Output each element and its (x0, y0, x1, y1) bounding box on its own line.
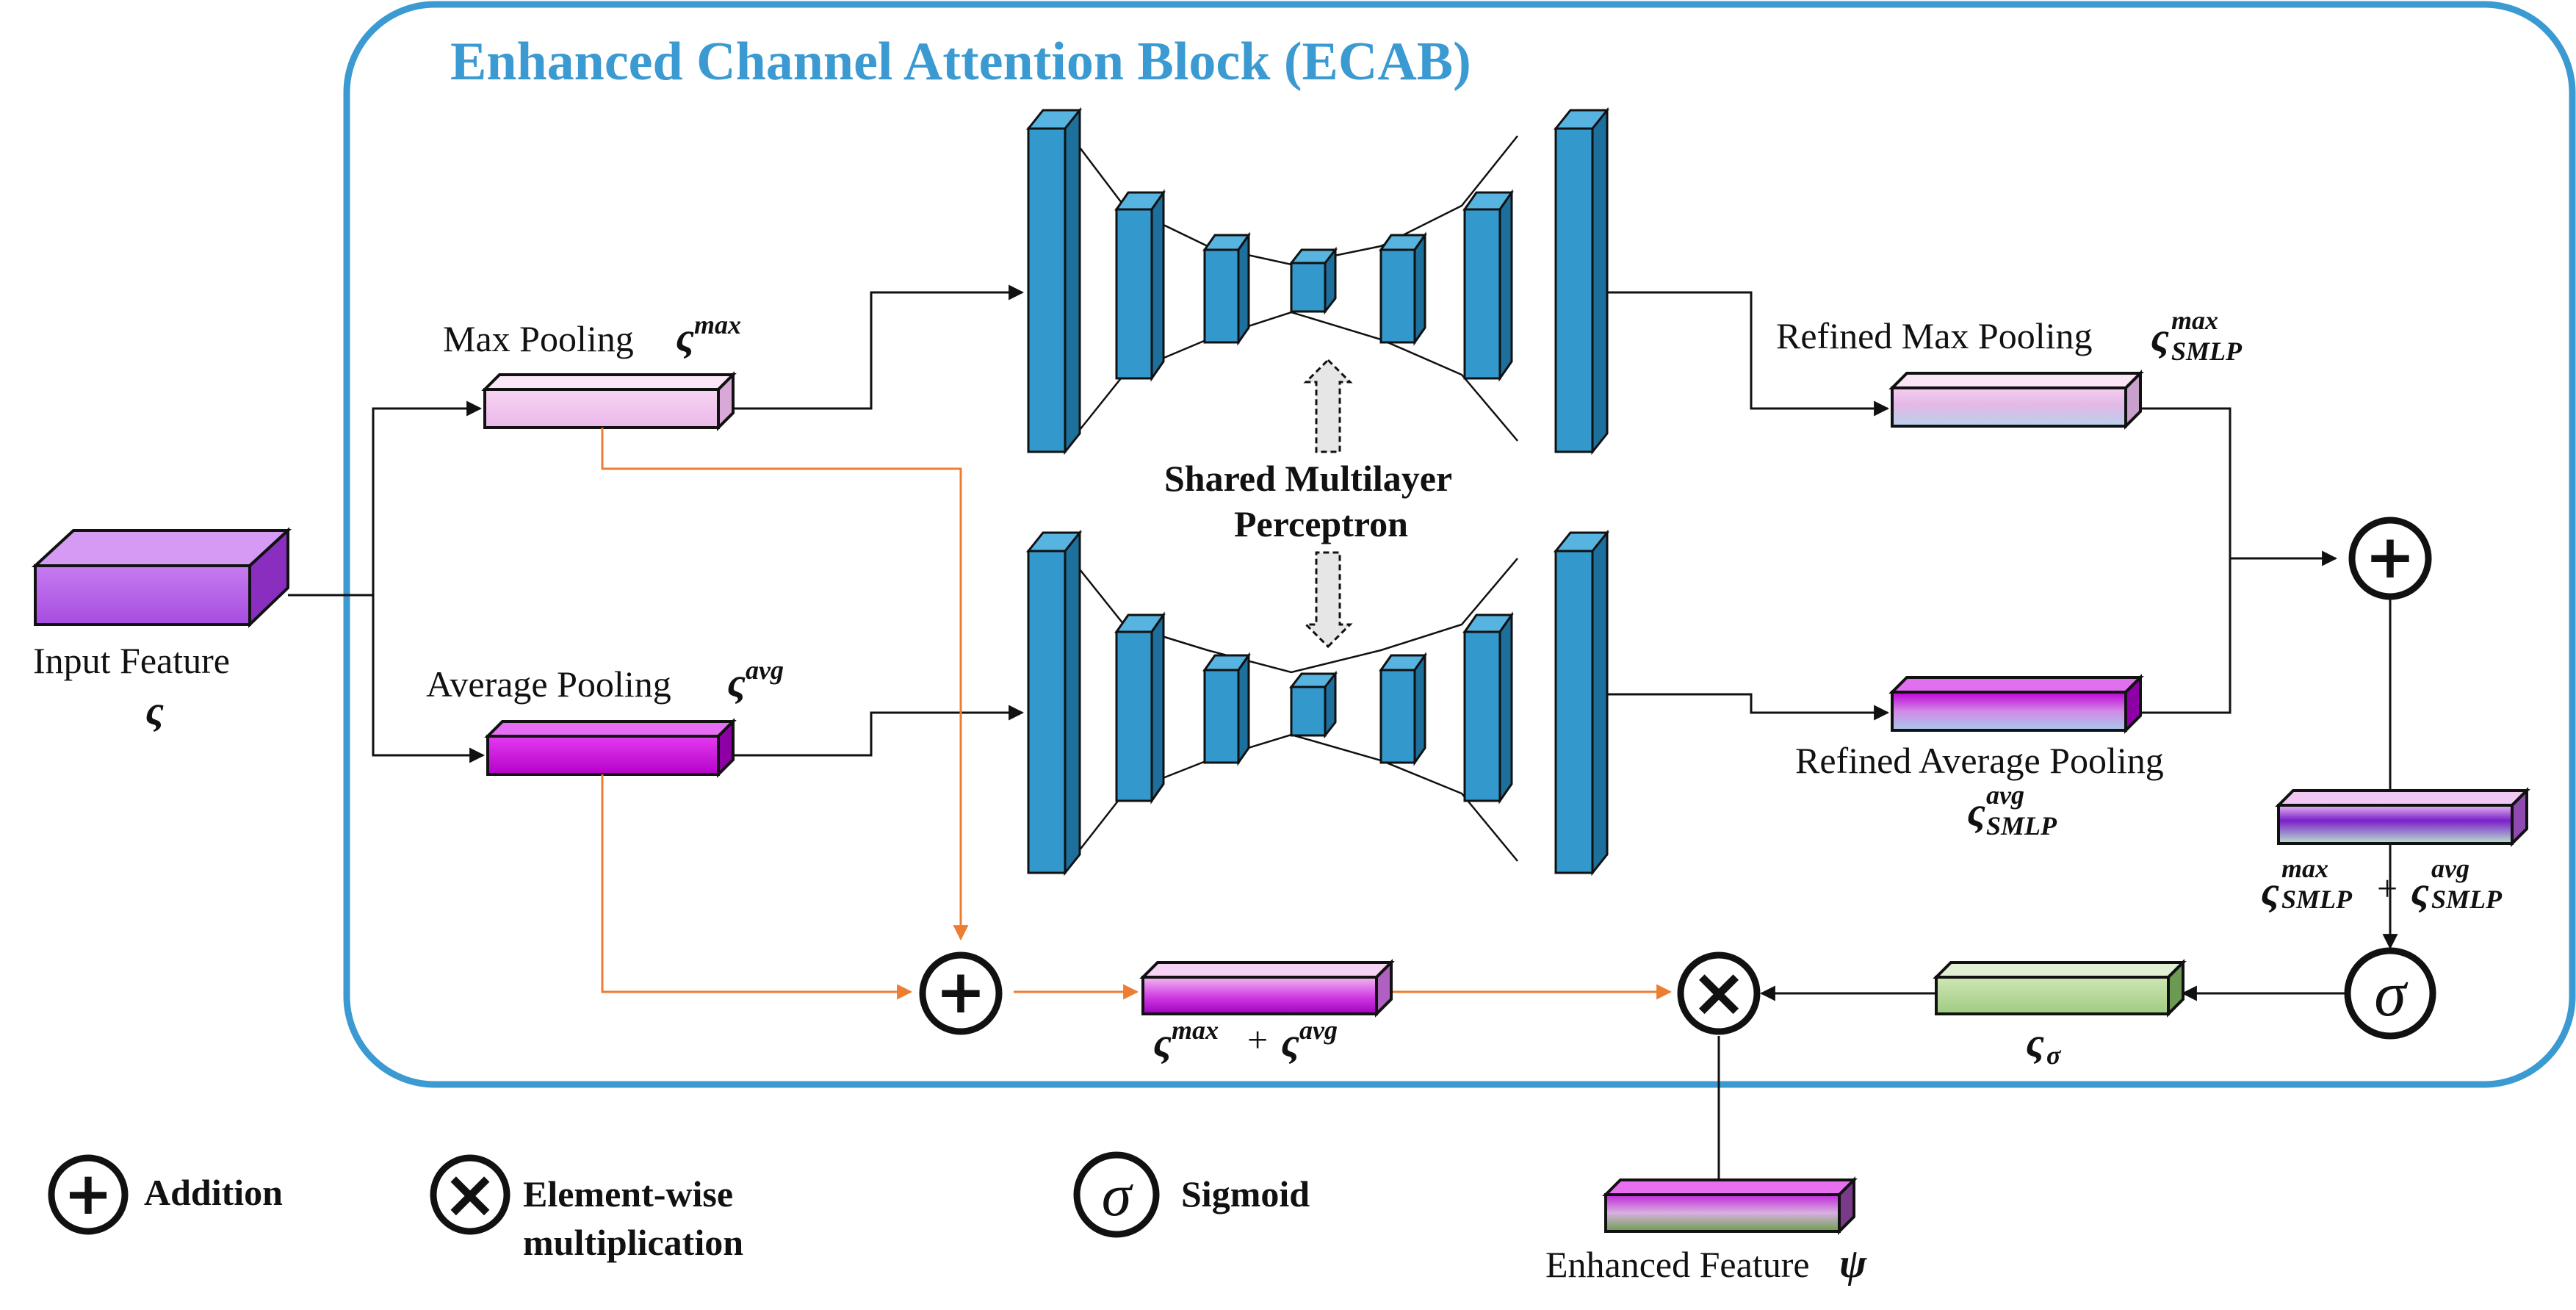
add-operator-bottom: + (919, 951, 1003, 1035)
svg-text:×: × (442, 1156, 497, 1233)
svg-text:×: × (1690, 953, 1747, 1032)
shared-weight-arrow-upper (1303, 358, 1353, 453)
refined-max-symbol: ς (2151, 315, 2169, 361)
max-pooling-label: Max Pooling (443, 318, 634, 359)
sigma-feature-sub: σ (2046, 1040, 2062, 1070)
input-feature-block (31, 527, 292, 628)
orange-skip-lines (601, 428, 1673, 1000)
mlp-output-lines (1607, 291, 1890, 721)
sigma-feature-block (1933, 959, 2187, 1018)
sum-refined-sup-b: avg (2431, 854, 2469, 883)
sum-refined-block (2275, 787, 2530, 847)
mlp-label-line1: Shared Multilayer (1164, 458, 1452, 499)
ecab-frame (343, 1, 2576, 1088)
sum-pool-plus: + (1247, 1019, 1268, 1060)
refined-avg-label: Refined Average Pooling (1795, 740, 2164, 781)
legend-multiplication-label-1: Element-wise (523, 1173, 733, 1214)
multiply-operator: × (1677, 951, 1761, 1035)
input-feature-label: Input Feature (33, 640, 230, 681)
average-pooling-label: Average Pooling (426, 663, 671, 705)
shared-mlp-lower-layers (1025, 529, 1610, 877)
refined-avg-sub: SMLP (1986, 811, 2057, 841)
sum-refined-sub-b: SMLP (2431, 885, 2503, 914)
svg-text:σ: σ (1102, 1162, 1134, 1228)
shared-mlp-upper-layers (1025, 107, 1610, 456)
legend-addition-label: Addition (144, 1172, 283, 1213)
sum-pool-symbol-b: ςavg (1281, 1015, 1338, 1066)
legend-sigmoid: σ (1073, 1151, 1160, 1238)
input-feature-symbol: ς (145, 688, 164, 734)
legend-multiplication-label-2: multiplication (523, 1222, 743, 1263)
max-pooling-symbol: ςmax (676, 310, 741, 361)
svg-text:σ: σ (2374, 959, 2409, 1030)
input-split-lines (288, 284, 1025, 763)
legend-sigmoid-label: Sigmoid (1181, 1173, 1310, 1214)
refined-max-block (1888, 370, 2144, 430)
enhanced-feature-label: Enhanced Feature (1545, 1244, 1810, 1285)
refined-max-sup: max (2171, 306, 2218, 335)
mlp-label-line2: Perceptron (1234, 503, 1408, 544)
refined-avg-sup: avg (1986, 780, 2024, 810)
refined-merge-lines (1711, 407, 2398, 1197)
enhanced-feature-symbol: ψ (1839, 1241, 1867, 1286)
svg-text:+: + (63, 1159, 112, 1228)
sum-refined-sub-a: SMLP (2281, 885, 2353, 914)
sigma-feature-symbol: ς (2026, 1021, 2044, 1066)
diagram-title: Enhanced Channel Attention Block (ECAB) (450, 32, 1471, 92)
sum-pool-block (1139, 959, 1395, 1018)
enhanced-feature-block (1602, 1176, 1858, 1235)
refined-avg-block (1888, 674, 2144, 734)
average-pooling-block (484, 718, 737, 778)
sum-refined-label: ς (2261, 869, 2279, 915)
average-pooling-symbol: ςavg (727, 655, 784, 706)
refined-avg-symbol: ς (1967, 790, 1985, 835)
svg-text:+: + (936, 957, 986, 1027)
svg-text:+: + (2365, 522, 2416, 592)
legend-addition: + (48, 1154, 129, 1235)
max-pooling-block (481, 371, 737, 431)
sigmoid-operator: σ (2344, 947, 2436, 1040)
sum-refined-plus: + (2377, 868, 2398, 909)
legend-multiplication: × (430, 1154, 510, 1235)
refined-max-label: Refined Max Pooling (1776, 315, 2093, 356)
shared-weight-arrow-lower (1303, 551, 1353, 649)
add-operator-right: + (2348, 517, 2432, 600)
sum-refined-symbol-b: ς (2411, 869, 2429, 915)
sum-refined-sup-a: max (2281, 854, 2328, 883)
refined-max-sub: SMLP (2171, 337, 2243, 366)
sum-pool-symbol-a: ςmax (1153, 1015, 1219, 1066)
